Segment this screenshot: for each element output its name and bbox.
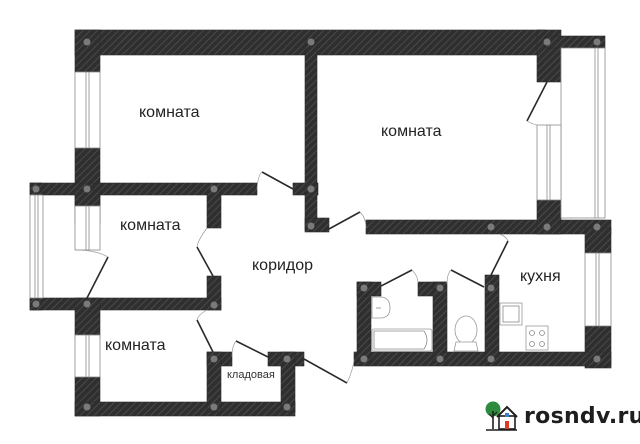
windows [29, 47, 612, 378]
stove-icon [525, 325, 549, 351]
columns [32, 38, 601, 411]
site-logo[interactable]: rosndv.ru [484, 398, 640, 434]
logo-text: rosndv.ru [524, 403, 640, 429]
room-label-bottom-left: комната [105, 337, 166, 354]
room-label-middle-left: комната [120, 217, 181, 234]
fixtures [371, 296, 549, 352]
room-label-storage: кладовая [227, 369, 275, 381]
tree-house-icon [485, 401, 518, 431]
room-label-top-left: комната [139, 104, 200, 121]
doors [74, 81, 548, 384]
kitchen-sink-icon [499, 302, 523, 326]
sink-icon [371, 296, 391, 319]
walls [29, 29, 612, 417]
toilet-icon [454, 315, 478, 345]
room-label-corridor: коридор [252, 257, 314, 274]
room-label-top-right: комната [381, 123, 442, 140]
room-label-kitchen: кухня [520, 268, 561, 285]
bathtub-icon [371, 328, 433, 352]
